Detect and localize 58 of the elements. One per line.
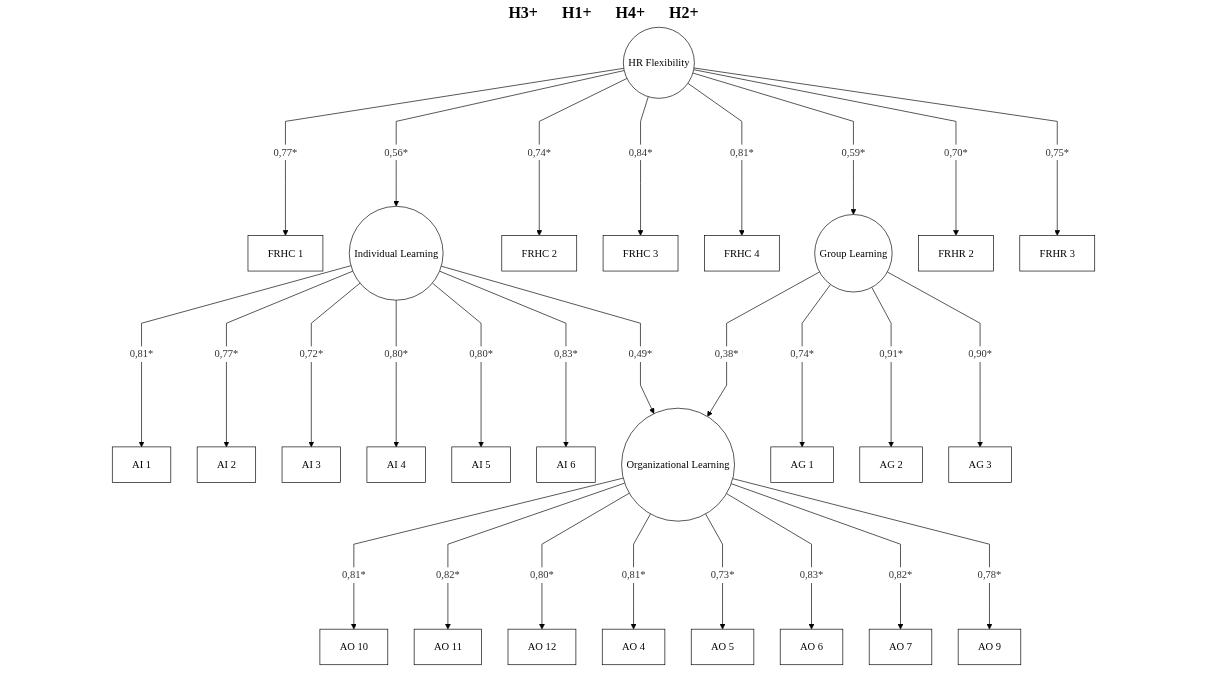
- edge-label: 0,80*: [384, 348, 409, 360]
- node-box: AI 4: [366, 446, 426, 483]
- node-box: FRHC 3: [602, 235, 679, 272]
- node-box: AI 3: [281, 446, 341, 483]
- node-box: AI 5: [451, 446, 511, 483]
- hypothesis-label: H4+: [615, 4, 646, 22]
- node-circle: HR Flexibility: [623, 26, 695, 99]
- node-circle: Individual Learning: [348, 206, 444, 301]
- node-box: FRHR 2: [918, 235, 994, 272]
- node-box: AO 11: [413, 628, 482, 666]
- node-box: AI 1: [111, 446, 172, 483]
- node-box: AO 4: [601, 628, 666, 666]
- node-circle: Group Learning: [814, 214, 893, 293]
- edge-label: 0,70*: [944, 146, 968, 158]
- hypothesis-label: H3+: [508, 4, 538, 22]
- edge-label: 0,81*: [341, 569, 366, 581]
- edge-label: 0,82*: [888, 569, 913, 581]
- edge-label: 0,77*: [273, 146, 298, 158]
- edge-label: 0,80*: [530, 569, 554, 581]
- edge-label: 0,80*: [469, 348, 493, 360]
- edge-label: 0,77*: [214, 348, 239, 360]
- node-box: AG 3: [948, 446, 1012, 483]
- node-box: AG 1: [770, 446, 834, 483]
- edge-label: 0,81*: [129, 348, 154, 360]
- edge-label: 0,81*: [729, 146, 754, 158]
- node-box: FRHR 3: [1019, 235, 1096, 272]
- edge-label: 0,84*: [628, 146, 653, 158]
- node-box: FRHC 1: [247, 235, 324, 272]
- edge-label: 0,74*: [527, 146, 552, 158]
- node-circle: Organizational Learning: [621, 407, 735, 522]
- node-box: AO 5: [690, 628, 755, 666]
- edge-label: 0,38*: [714, 348, 739, 360]
- edge-label: 0,72*: [299, 348, 324, 360]
- edge-label: 0,90*: [968, 348, 992, 360]
- edge-label: 0,81*: [621, 569, 646, 581]
- edge-label: 0,73*: [710, 569, 735, 581]
- node-box: AO 9: [957, 628, 1022, 666]
- edge-label: 0,91*: [879, 348, 903, 360]
- node-box: AG 2: [859, 446, 923, 483]
- node-box: AO 7: [868, 628, 933, 666]
- edge-label: 0,83*: [554, 348, 578, 360]
- node-box: FRHC 4: [704, 235, 780, 272]
- edge-label: 0,59*: [841, 146, 866, 158]
- node-box: AI 2: [196, 446, 256, 483]
- hypothesis-label: H2+: [669, 4, 699, 22]
- edge-label: 0,49*: [628, 348, 653, 360]
- edge-label: 0,74*: [790, 348, 814, 360]
- edge-label: 0,78*: [977, 569, 1002, 581]
- node-box: FRHC 2: [501, 235, 578, 272]
- edge-label: 0,75*: [1045, 146, 1070, 158]
- node-box: AO 6: [779, 628, 844, 666]
- node-box: AO 10: [319, 628, 389, 666]
- edge-label: 0,56*: [384, 146, 409, 158]
- edge-label: 0,82*: [436, 569, 460, 581]
- node-box: AI 6: [536, 446, 596, 483]
- hypothesis-label: H1+: [561, 4, 592, 22]
- node-box: AO 12: [507, 628, 577, 666]
- edge-label: 0,83*: [799, 569, 824, 581]
